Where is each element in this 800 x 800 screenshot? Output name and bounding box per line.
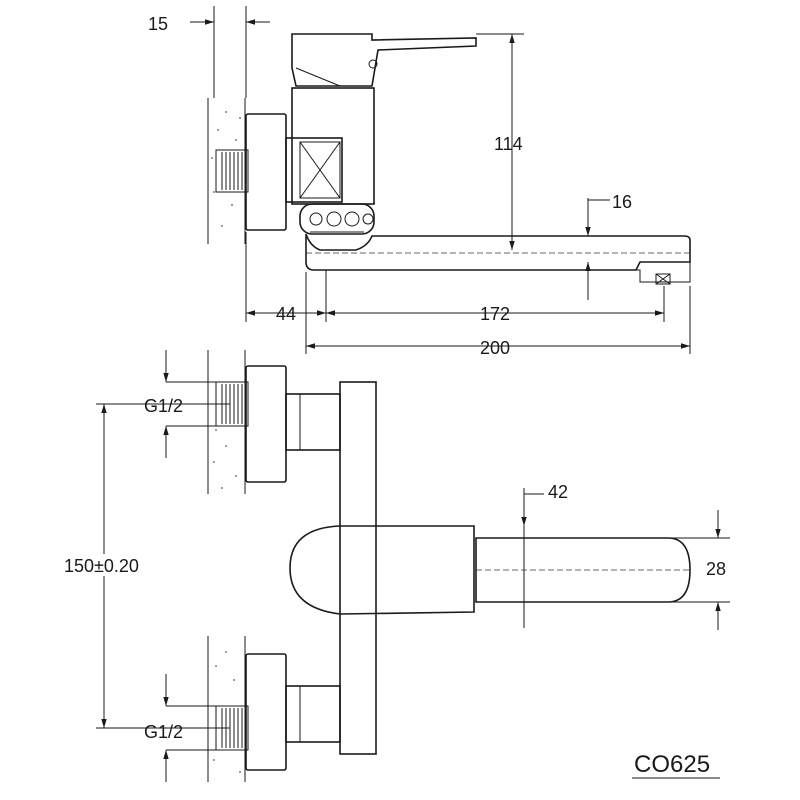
wall-section-upper [207, 350, 246, 494]
dim-label-handle-offset: 42 [548, 482, 568, 502]
flange-upper [245, 365, 287, 483]
dim-label-total-reach: 200 [480, 338, 510, 358]
dim-spout-reach: 172 [326, 286, 665, 324]
wall-flange [245, 113, 287, 231]
wall-section-lower [207, 636, 246, 782]
dim-centers: 150±0.20 [60, 403, 230, 729]
dim-label-centers: 150±0.20 [64, 556, 139, 576]
wall-section-top [207, 98, 246, 244]
dim-label-spout-drop: 16 [612, 192, 632, 212]
dim-handle-offset: 42 [521, 482, 568, 628]
dim-label-thread-bottom: G1/2 [144, 722, 183, 742]
dim-label-body-depth: 44 [276, 304, 296, 324]
dim-label-height: 114 [494, 134, 523, 154]
connector-upper [285, 393, 341, 451]
dim-spout-drop: 16 [585, 192, 632, 300]
dim-thread-bottom: G1/2 [144, 674, 216, 782]
dim-thread-top: G1/2 [144, 350, 216, 458]
front-handle [289, 525, 475, 615]
dim-spout-height: 28 [670, 510, 730, 630]
dim-label-spout-height: 28 [706, 559, 726, 579]
hex-nut [299, 141, 341, 199]
front-view: G1/2 G1/2 150±0.20 42 [60, 350, 730, 782]
dim-body-depth: 44 [245, 232, 327, 324]
handle-screw [368, 59, 378, 69]
dim-height: 114 [476, 33, 524, 250]
model-code: CO625 [634, 751, 710, 778]
dim-label-spout-reach: 172 [480, 304, 510, 324]
connector-lower [285, 685, 341, 743]
dim-label-wall-offset: 15 [148, 14, 168, 34]
spout [305, 233, 691, 271]
lever-handle [291, 33, 477, 87]
dim-label-thread-top: G1/2 [144, 396, 183, 416]
side-view: 15 114 16 44 172 [148, 6, 691, 358]
swivel-ring [299, 203, 375, 235]
dim-wall-offset: 15 [148, 6, 270, 98]
aerator [655, 273, 671, 285]
dim-total-reach: 200 [305, 272, 691, 358]
mixer-plate [339, 381, 377, 755]
flange-lower [245, 653, 287, 771]
connector-body [285, 137, 343, 203]
mixer-body [291, 87, 375, 205]
wall-pipe-thread [215, 149, 249, 193]
